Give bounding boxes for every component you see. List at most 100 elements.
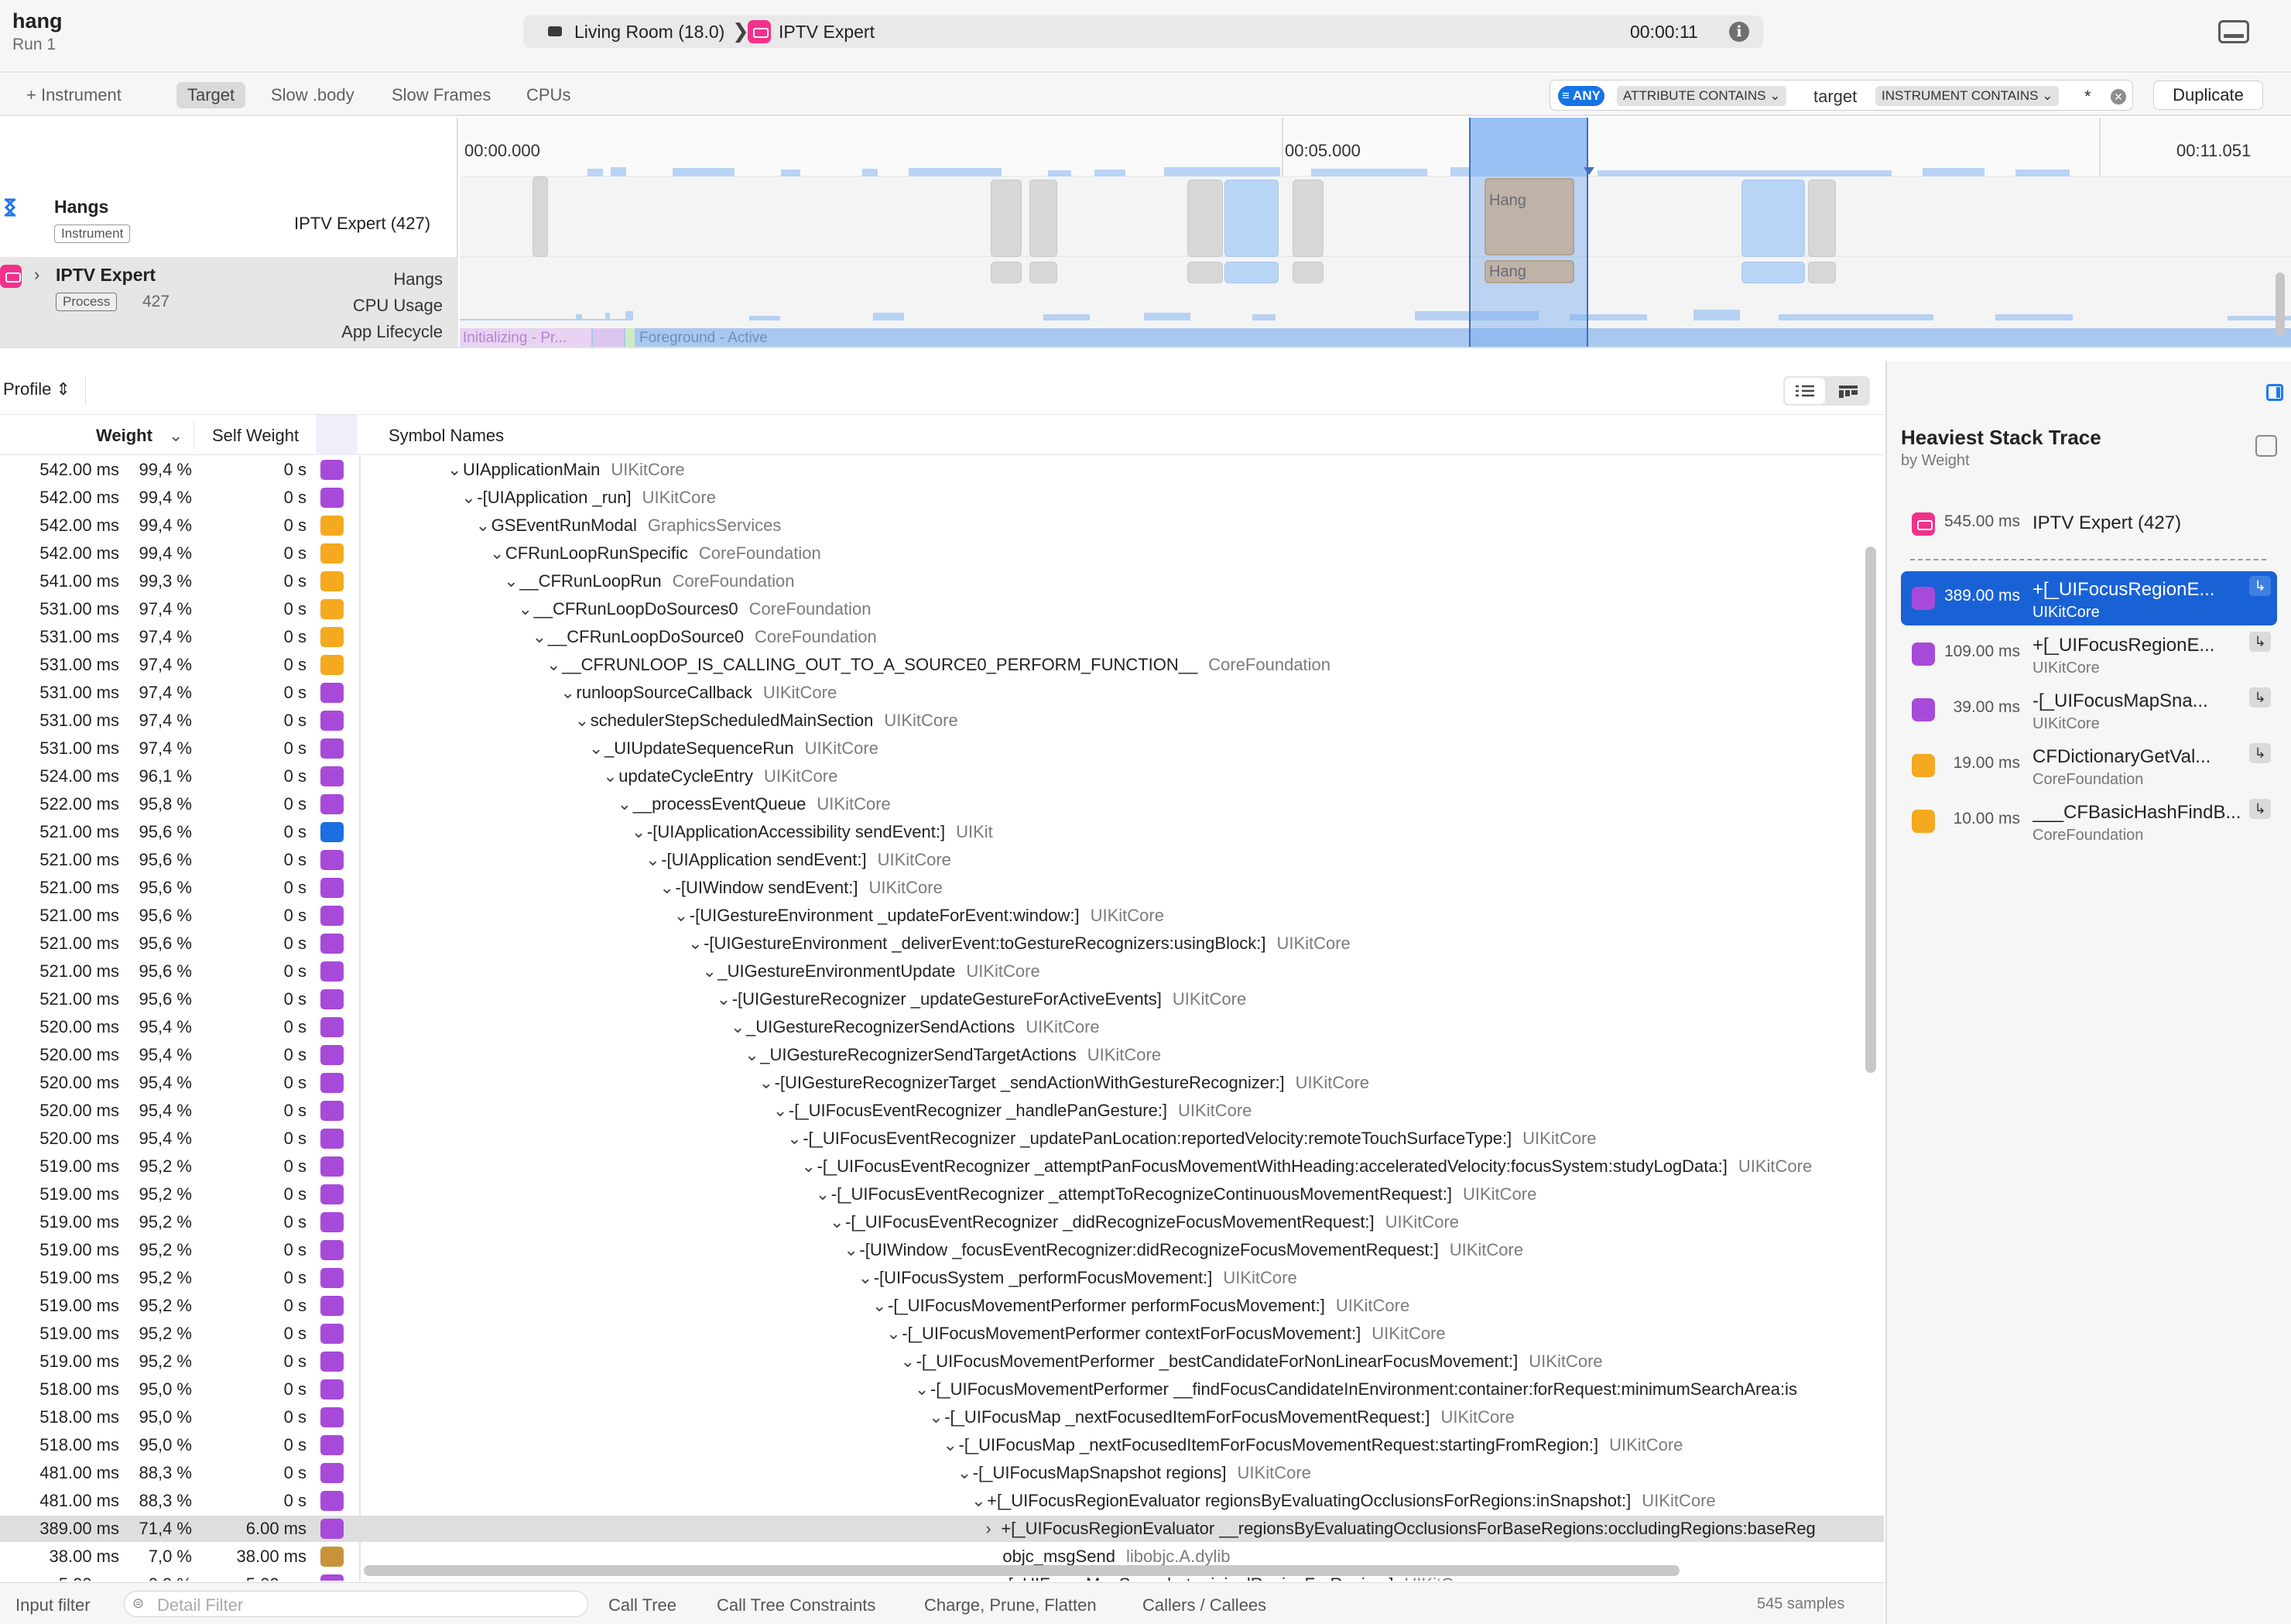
- hang-interval[interactable]: [1293, 262, 1324, 283]
- device-name[interactable]: Living Room (18.0): [574, 22, 725, 42]
- attribute-contains-token[interactable]: ATTRIBUTE CONTAINS ⌄: [1617, 86, 1787, 106]
- disclosure-open-icon[interactable]: ⌄: [801, 1156, 816, 1176]
- hang-interval[interactable]: [1029, 262, 1057, 283]
- hang-interval[interactable]: [533, 176, 548, 257]
- disclosure-open-icon[interactable]: ⌄: [546, 655, 561, 674]
- splitter[interactable]: [0, 347, 2291, 359]
- symbol-names-column-header[interactable]: Symbol Names: [389, 426, 505, 445]
- hang-event[interactable]: Hang: [1485, 260, 1574, 283]
- disclosure-open-icon[interactable]: ⌄: [574, 711, 590, 730]
- disclosure-open-icon[interactable]: ⌄: [603, 766, 618, 786]
- hang-interval[interactable]: [1224, 262, 1279, 283]
- disclosure-open-icon[interactable]: ⌄: [971, 1491, 986, 1510]
- call-tree-button[interactable]: Call Tree: [608, 1595, 677, 1615]
- expand-icon[interactable]: [2255, 435, 2277, 457]
- hang-interval[interactable]: [1741, 180, 1805, 257]
- add-instrument-button[interactable]: + Instrument: [26, 85, 122, 104]
- focus-frame-icon[interactable]: ↳: [2249, 632, 2271, 652]
- track-filter-bar[interactable]: ≡ ANY ATTRIBUTE CONTAINS ⌄ target INSTRU…: [1550, 80, 2133, 111]
- disclosure-open-icon[interactable]: ⌄: [745, 1045, 759, 1064]
- target-app-name[interactable]: IPTV Expert: [779, 22, 875, 42]
- hangs-track-title[interactable]: Hangs: [54, 197, 109, 217]
- app-lifecycle-lane[interactable]: Initializing - Pr... Foreground - Active: [460, 328, 2291, 348]
- disclosure-open-icon[interactable]: ⌄: [659, 878, 674, 897]
- disclosure-chevron-icon[interactable]: ›: [34, 265, 40, 284]
- call-tree-horizontal-scrollbar[interactable]: [364, 1565, 1680, 1576]
- hang-interval[interactable]: [1741, 262, 1805, 283]
- disclosure-closed-icon[interactable]: ›: [985, 1519, 991, 1538]
- disclosure-open-icon[interactable]: ⌄: [772, 1101, 788, 1120]
- duplicate-button[interactable]: Duplicate: [2153, 81, 2263, 110]
- hang-interval[interactable]: [991, 180, 1022, 257]
- hang-interval[interactable]: [1293, 180, 1324, 257]
- sort-descending-icon[interactable]: ⌄: [169, 426, 183, 445]
- attribute-value[interactable]: target: [1813, 87, 1858, 106]
- hang-interval[interactable]: [1808, 180, 1836, 257]
- focus-frame-icon[interactable]: ↳: [2249, 687, 2271, 708]
- disclosure-open-icon[interactable]: ⌄: [447, 460, 462, 479]
- disclosure-open-icon[interactable]: ⌄: [617, 794, 632, 814]
- hang-interval[interactable]: [1224, 180, 1279, 257]
- hang-interval[interactable]: [1187, 262, 1223, 283]
- lifecycle-transition-segment[interactable]: [625, 328, 635, 348]
- tab-target[interactable]: Target: [176, 82, 246, 108]
- stack-frame-item[interactable]: 389.00 ms+[_UIFocusRegionE...UIKitCore↳: [1901, 571, 2277, 625]
- detail-filter-field[interactable]: ⊜ Detail Filter: [124, 1591, 588, 1617]
- process-lanes[interactable]: Hang Initializing - Pr... Foreground - A…: [460, 257, 2291, 348]
- disclosure-open-icon[interactable]: ⌄: [830, 1212, 844, 1232]
- timeline-scrollbar[interactable]: [2276, 272, 2285, 336]
- disclosure-open-icon[interactable]: ⌄: [900, 1352, 916, 1371]
- hang-interval[interactable]: [991, 262, 1022, 283]
- table-row[interactable]: 5.00 ms0,9 %5.00 ms-[_UIFocusMapSnapshot…: [0, 1571, 1884, 1581]
- disclosure-open-icon[interactable]: ⌄: [631, 822, 646, 841]
- hang-interval[interactable]: [1187, 180, 1223, 257]
- disclosure-open-icon[interactable]: ⌄: [858, 1268, 873, 1287]
- disclosure-open-icon[interactable]: ⌄: [646, 850, 660, 869]
- process-badge[interactable]: Process: [56, 293, 118, 311]
- view-mode-segmented[interactable]: [1783, 376, 1870, 406]
- disclosure-open-icon[interactable]: ⌄: [489, 543, 505, 563]
- disclosure-open-icon[interactable]: ⌄: [943, 1435, 957, 1454]
- disclosure-open-icon[interactable]: ⌄: [815, 1184, 830, 1204]
- disclosure-open-icon[interactable]: ⌄: [673, 906, 689, 925]
- tab-slow-body[interactable]: Slow .body: [271, 85, 354, 104]
- info-icon[interactable]: i: [1729, 22, 1749, 42]
- sidebar-toggle-icon[interactable]: [2266, 384, 2283, 401]
- time-ruler[interactable]: 00:00.000 00:05.000 00:11.051: [460, 118, 2291, 176]
- lifecycle-launch-segment[interactable]: [593, 328, 624, 348]
- instrument-value[interactable]: *: [2084, 87, 2091, 106]
- any-token[interactable]: ≡ ANY: [1558, 86, 1604, 106]
- disclosure-open-icon[interactable]: ⌄: [589, 738, 604, 758]
- stack-frame-item[interactable]: 109.00 ms+[_UIFocusRegionE...UIKitCore↳: [1901, 627, 2277, 681]
- disclosure-open-icon[interactable]: ⌄: [787, 1129, 802, 1148]
- disclosure-open-icon[interactable]: ⌄: [929, 1407, 943, 1427]
- playhead-marker-icon[interactable]: [1584, 167, 1594, 175]
- clear-filter-icon[interactable]: ✕: [2111, 89, 2126, 104]
- disclosure-open-icon[interactable]: ⌄: [886, 1324, 901, 1343]
